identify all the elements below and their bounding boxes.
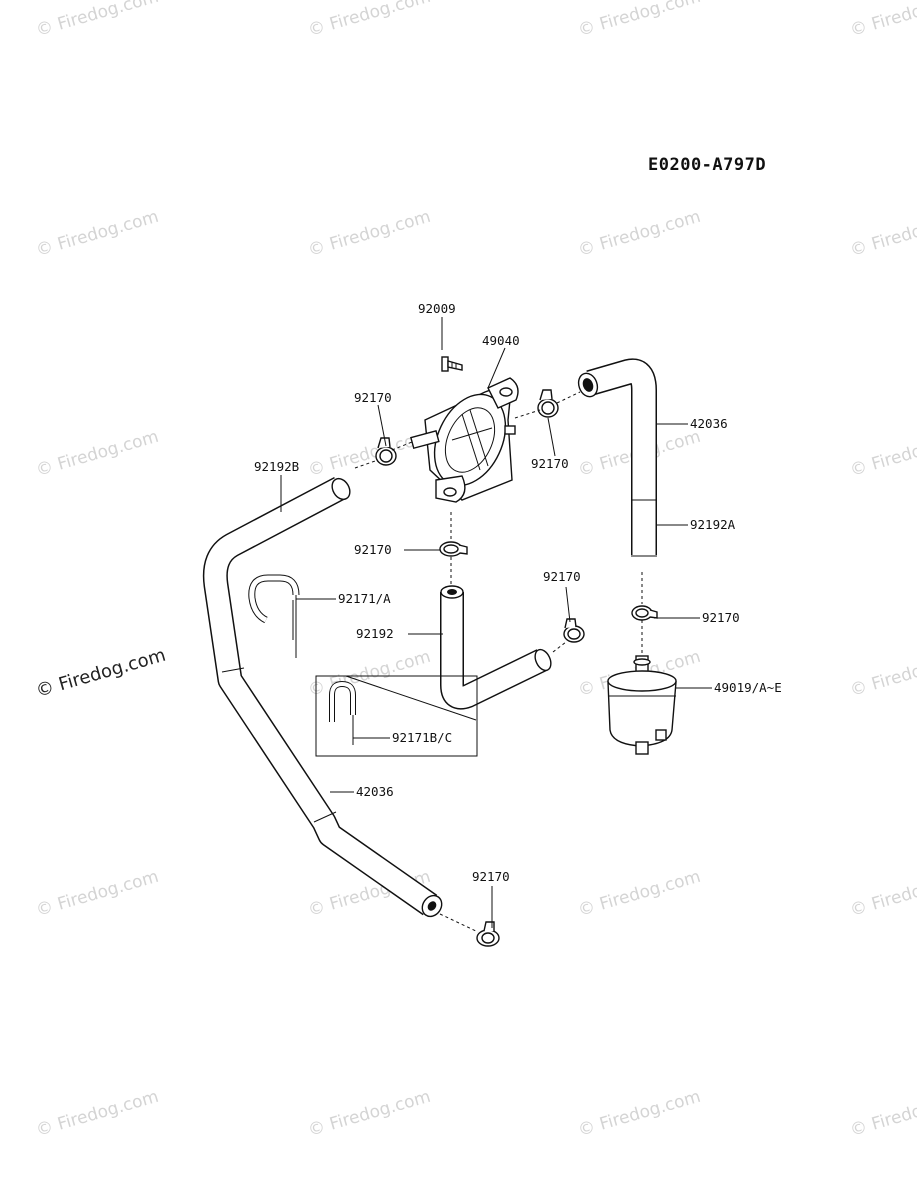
watermark-text: © Firedog.com xyxy=(34,1087,161,1141)
watermark-text: © Firedog.com xyxy=(34,427,161,481)
watermark-text: © Firedog.com xyxy=(848,207,917,261)
hose-elbow-right xyxy=(577,358,657,557)
clamp-near-pump-left xyxy=(375,437,397,466)
watermark-text: © Firedog.com xyxy=(848,427,917,481)
hose-long-left xyxy=(202,476,443,918)
watermark-strong: © Firedog.com xyxy=(34,645,168,702)
inset-box xyxy=(315,675,478,757)
part-label: 92170 xyxy=(354,542,392,557)
watermark-text: © Firedog.com xyxy=(306,0,433,41)
watermark-text: © Firedog.com xyxy=(848,0,917,41)
hose-l-middle xyxy=(440,585,552,710)
diagram-code: E0200-A797D xyxy=(648,155,766,175)
part-label: 42036 xyxy=(356,784,394,799)
watermark-text: © Firedog.com xyxy=(576,207,703,261)
part-label: 92170 xyxy=(543,569,581,584)
watermark-text: © Firedog.com xyxy=(576,1087,703,1141)
hose-holder-a xyxy=(248,574,300,658)
part-label: 92170 xyxy=(354,390,392,405)
watermark-text: © Firedog.com xyxy=(576,867,703,921)
part-label: 49040 xyxy=(482,333,520,348)
watermark-text: © Firedog.com xyxy=(306,427,433,481)
part-label: 92171B/C xyxy=(392,730,452,745)
watermark-text: © Firedog.com xyxy=(34,0,161,41)
clamp-above-filter xyxy=(631,605,658,621)
part-label: 92171/A xyxy=(338,591,391,606)
part-label: 92192 xyxy=(356,626,394,641)
leader-lines xyxy=(280,317,712,933)
part-label: 42036 xyxy=(690,416,728,431)
part-label: 92192B xyxy=(254,459,299,474)
clamp-near-pump-right xyxy=(537,389,559,418)
watermark-text: © Firedog.com xyxy=(306,1087,433,1141)
fuel-filter xyxy=(607,655,677,755)
part-label: 92170 xyxy=(472,869,510,884)
watermark-grid: © Firedog.com © Firedog.com © Firedog.com ©… xyxy=(34,0,917,1141)
part-labels: 92009 49040 92170 92170 42036 92192B 921… xyxy=(254,301,782,884)
watermark-text: © Firedog.com xyxy=(848,647,917,701)
clamp-bottom xyxy=(476,921,500,947)
watermark-text: © Firedog.com xyxy=(848,1087,917,1141)
watermark-text: © Firedog.com xyxy=(306,207,433,261)
watermark-text: © Firedog.com xyxy=(848,867,917,921)
watermark-text: © Firedog.com xyxy=(306,647,433,701)
part-label: 92170 xyxy=(702,610,740,625)
part-label: 49019/A~E xyxy=(714,680,782,695)
watermark-text: © Firedog.com xyxy=(576,0,703,41)
clamp-mid-right xyxy=(563,618,585,643)
clamp-below-pump xyxy=(439,541,468,557)
part-label: 92170 xyxy=(531,456,569,471)
screw xyxy=(441,356,463,372)
watermark-text: © Firedog.com xyxy=(34,867,161,921)
fuel-pump xyxy=(410,377,519,503)
part-label: 92009 xyxy=(418,301,456,316)
part-label: 92192A xyxy=(690,517,736,532)
watermark-text: © Firedog.com xyxy=(34,207,161,261)
